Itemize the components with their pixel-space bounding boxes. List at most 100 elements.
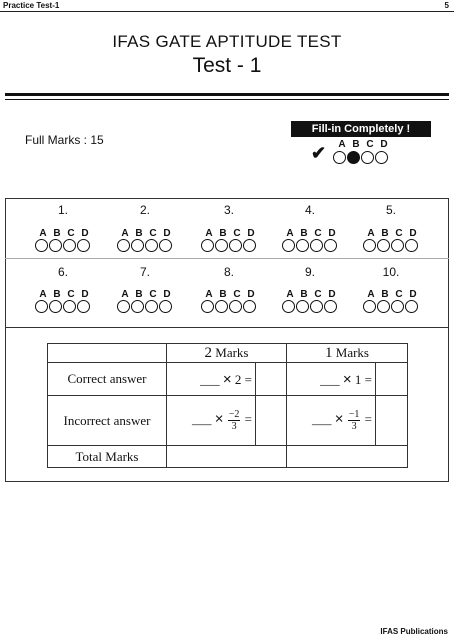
question-number: 2. xyxy=(139,203,150,217)
option-label: A xyxy=(367,228,375,239)
answer-bubble[interactable] xyxy=(310,239,323,252)
option-label: A xyxy=(367,289,375,300)
row-label-incorrect: Incorrect answer xyxy=(47,395,167,446)
answer-bubble[interactable] xyxy=(63,300,76,313)
answer-bubble[interactable] xyxy=(35,239,48,252)
answer-bubble[interactable] xyxy=(145,239,158,252)
formula-correct-2: ___ × 2 = xyxy=(166,362,256,396)
grid-divider xyxy=(5,258,449,259)
option-label: D xyxy=(247,228,255,239)
page-number: 5 xyxy=(444,1,449,10)
total-cell-2[interactable] xyxy=(166,445,287,468)
fraction: −2 3 xyxy=(227,409,241,432)
answer-cell-correct-2[interactable] xyxy=(255,362,287,396)
header-rule xyxy=(0,11,454,12)
test-subtitle: Test - 1 xyxy=(192,54,262,77)
option-label: C xyxy=(149,289,157,300)
option-label: D xyxy=(247,289,255,300)
option-label: C xyxy=(314,289,322,300)
question-number: 3. xyxy=(223,203,234,217)
answer-bubbles xyxy=(117,300,173,313)
option-label: D xyxy=(163,228,171,239)
answer-bubble[interactable] xyxy=(324,239,337,252)
answer-bubble[interactable] xyxy=(159,300,172,313)
answer-bubble[interactable] xyxy=(159,239,172,252)
option-label: B xyxy=(53,289,61,300)
answer-bubble[interactable] xyxy=(49,300,62,313)
option-label: C xyxy=(67,228,75,239)
test-title: IFAS GATE APTITUDE TEST xyxy=(112,32,342,51)
sample-bubbles xyxy=(333,151,395,164)
total-cell-1[interactable] xyxy=(286,445,408,468)
answer-bubble[interactable] xyxy=(282,239,295,252)
answer-bubble[interactable] xyxy=(201,300,214,313)
option-label: C xyxy=(395,228,403,239)
answer-cell-correct-1[interactable] xyxy=(375,362,408,396)
sample-option-label: C xyxy=(366,139,374,150)
col-header-2-marks: 2 Marks xyxy=(166,343,287,363)
answer-bubble[interactable] xyxy=(201,239,214,252)
answer-bubble[interactable] xyxy=(49,239,62,252)
option-label: B xyxy=(135,289,143,300)
option-label: B xyxy=(300,228,308,239)
option-label: C xyxy=(314,228,322,239)
option-label: B xyxy=(219,228,227,239)
title-thin-rule xyxy=(5,99,449,100)
answer-bubble[interactable] xyxy=(243,239,256,252)
question-number: 7. xyxy=(139,265,150,279)
answer-bubbles xyxy=(363,239,419,252)
answer-bubble[interactable] xyxy=(145,300,158,313)
answer-bubble[interactable] xyxy=(229,239,242,252)
answer-bubble[interactable] xyxy=(117,300,130,313)
answer-bubbles xyxy=(117,239,173,252)
option-label: A xyxy=(205,289,213,300)
answer-bubble[interactable] xyxy=(229,300,242,313)
option-label: A xyxy=(205,228,213,239)
answer-bubble[interactable] xyxy=(243,300,256,313)
answer-bubble[interactable] xyxy=(324,300,337,313)
answer-bubble[interactable] xyxy=(77,300,90,313)
answer-bubble[interactable] xyxy=(377,300,390,313)
answer-bubble[interactable] xyxy=(296,300,309,313)
answer-bubble[interactable] xyxy=(215,300,228,313)
answer-bubble[interactable] xyxy=(405,239,418,252)
answer-bubble[interactable] xyxy=(296,239,309,252)
option-label: A xyxy=(39,289,47,300)
answer-bubble[interactable] xyxy=(405,300,418,313)
answer-bubble[interactable] xyxy=(117,239,130,252)
answer-cell-incorrect-1[interactable] xyxy=(375,395,408,446)
answer-bubble[interactable] xyxy=(35,300,48,313)
answer-bubble[interactable] xyxy=(363,300,376,313)
answer-bubbles xyxy=(363,300,419,313)
option-label: B xyxy=(300,289,308,300)
answer-bubble[interactable] xyxy=(282,300,295,313)
option-label: B xyxy=(381,289,389,300)
answer-grid xyxy=(5,198,449,482)
full-marks: Full Marks : 15 xyxy=(25,133,104,147)
option-label: D xyxy=(163,289,171,300)
marks-table: 2 Marks 1 Marks Correct answer ___ × 2 =… xyxy=(47,343,408,468)
answer-bubble[interactable] xyxy=(391,300,404,313)
answer-cell-incorrect-2[interactable] xyxy=(255,395,287,446)
answer-bubble[interactable] xyxy=(63,239,76,252)
answer-bubble[interactable] xyxy=(131,300,144,313)
question-number: 9. xyxy=(304,265,315,279)
option-label: A xyxy=(121,289,129,300)
row-label-correct: Correct answer xyxy=(47,362,167,396)
answer-bubble[interactable] xyxy=(310,300,323,313)
answer-bubble[interactable] xyxy=(391,239,404,252)
answer-bubble[interactable] xyxy=(131,239,144,252)
answer-bubbles xyxy=(35,300,91,313)
answer-bubble[interactable] xyxy=(215,239,228,252)
answer-bubble[interactable] xyxy=(77,239,90,252)
answer-bubble[interactable] xyxy=(377,239,390,252)
answer-bubble[interactable] xyxy=(363,239,376,252)
option-label: C xyxy=(233,228,241,239)
formula-incorrect-2: ___ × −2 3 = xyxy=(166,395,256,446)
